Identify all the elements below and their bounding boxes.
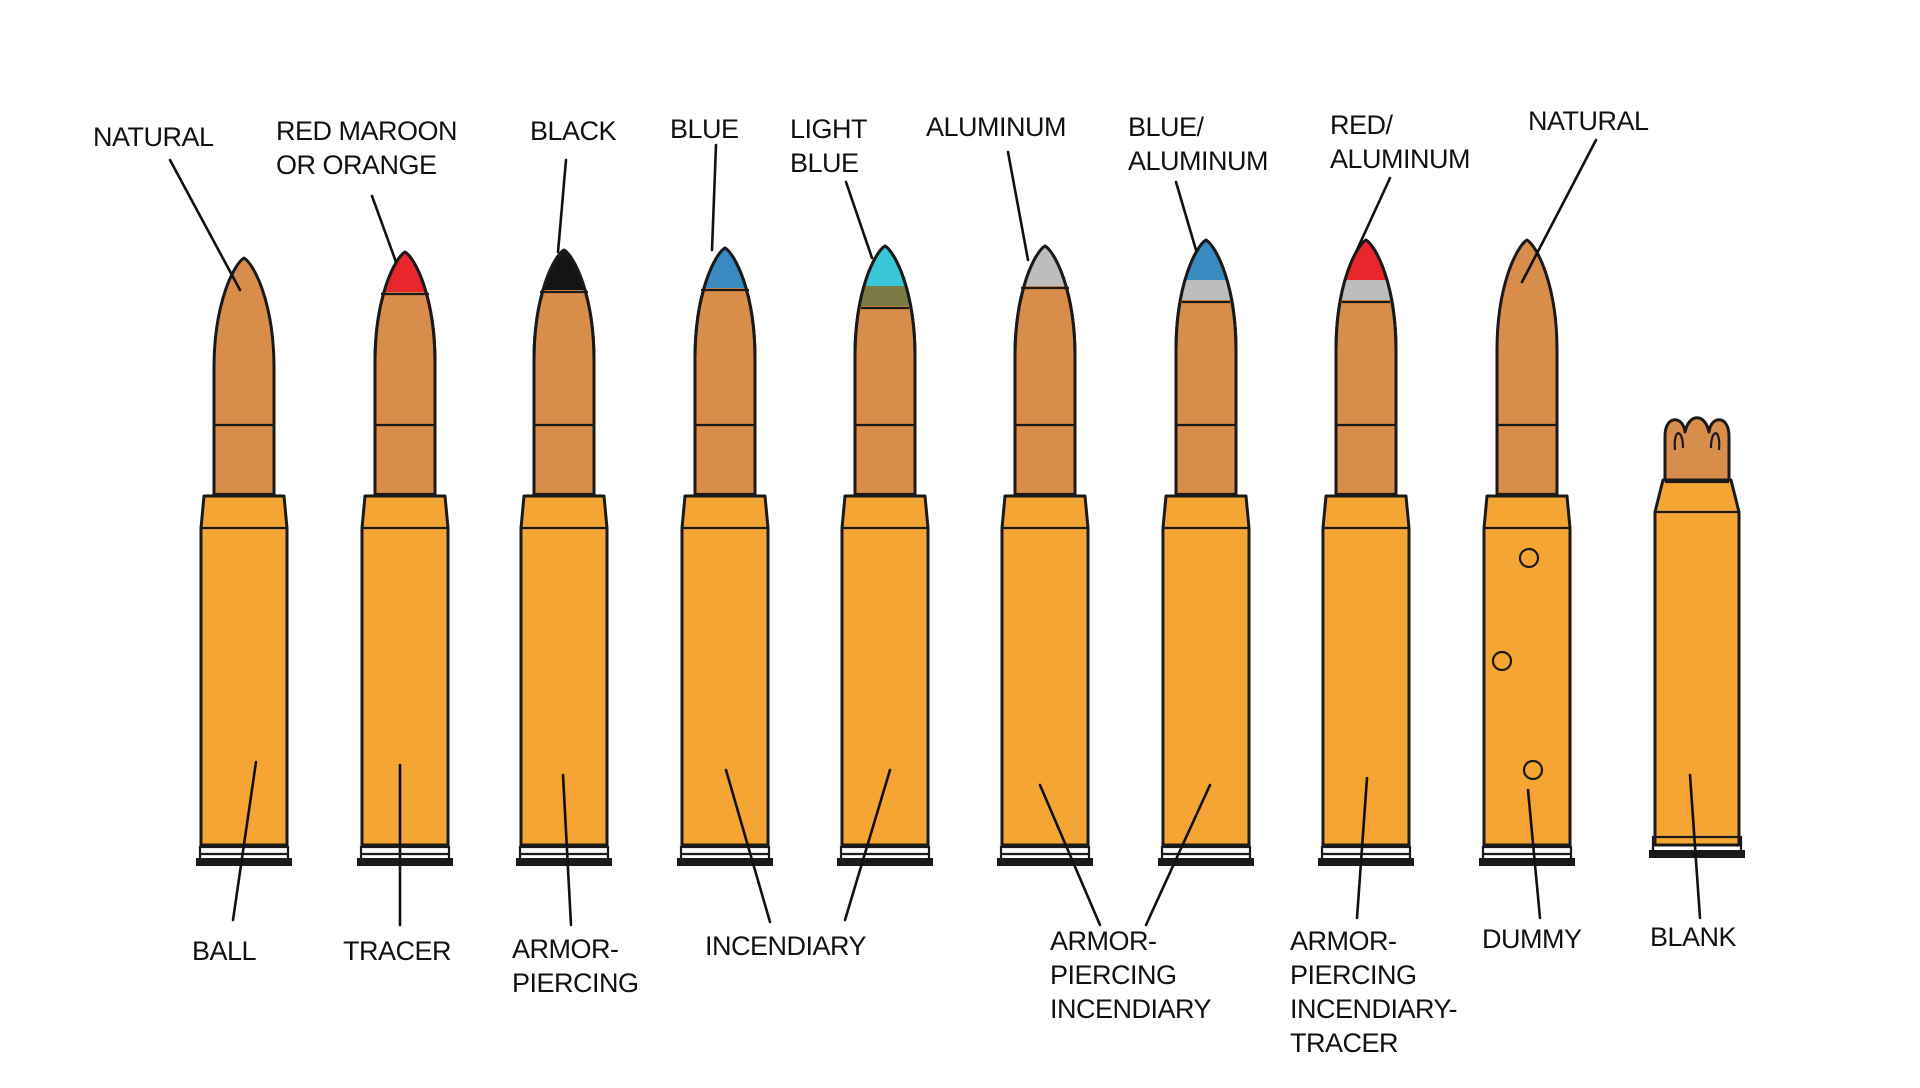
dummy-hole [1518, 547, 1540, 569]
leader-line [1006, 150, 1030, 262]
label-text: INCENDIARY [705, 931, 867, 961]
cartridge-base [1158, 858, 1254, 866]
cartridge [1158, 238, 1254, 866]
leader-line [556, 158, 568, 254]
leader-line [1355, 776, 1369, 920]
leader-line [1144, 783, 1212, 927]
label-text: RED/ [1330, 110, 1394, 140]
label-text: BLUE [670, 114, 739, 144]
crimp-petal-line [1673, 432, 1685, 451]
label-text: LIGHT [790, 114, 867, 144]
cartridge [997, 244, 1093, 866]
bullet-tip-band [1336, 280, 1396, 300]
label-text: INCENDIARY [1050, 994, 1212, 1024]
bullet-tip-color [534, 250, 594, 290]
cartridge-base [1479, 858, 1575, 866]
bullet [1495, 238, 1559, 498]
label-text: PIERCING [512, 968, 639, 998]
leader-line [1520, 138, 1598, 284]
cartridge-base [196, 858, 292, 866]
cartridge-case [360, 494, 450, 847]
label-text: BLUE [790, 148, 859, 178]
label-text: TRACER [1290, 1028, 1398, 1058]
leader-lines [168, 138, 1702, 927]
labels: NATURAL RED MAROON OR ORANGE BLACK BLUE LIGHT… [93, 106, 1737, 1058]
cartridge-base [677, 858, 773, 866]
label-text: BLACK [530, 116, 617, 146]
leader-line [1688, 773, 1702, 920]
bullet-tip-band [855, 286, 915, 306]
label-text: RED MAROON [276, 116, 457, 146]
label-text: PIERCING [1050, 960, 1177, 990]
leader-line [1174, 180, 1198, 252]
cartridge [1649, 416, 1745, 858]
leader-line [231, 760, 258, 922]
bullet-tip-color [1015, 246, 1075, 286]
cartridge [677, 246, 773, 866]
label-text: PIERCING [1290, 960, 1417, 990]
leader-line [1038, 783, 1102, 927]
leader-line [843, 768, 892, 922]
label-text: ARMOR- [512, 934, 619, 964]
label-text: OR ORANGE [276, 150, 437, 180]
cartridge-base [997, 858, 1093, 866]
cartridge [1318, 238, 1414, 866]
label-text: ARMOR- [1050, 926, 1157, 956]
cartridge [837, 244, 933, 866]
label-text: ARMOR- [1290, 926, 1397, 956]
bullet-tip-color [695, 248, 755, 288]
label-text: BLANK [1650, 922, 1737, 952]
cartridge-base [837, 858, 933, 866]
label-text: BALL [192, 936, 257, 966]
bullet-tip-band [1176, 280, 1236, 300]
bullet-tip-color [1336, 240, 1396, 280]
cartridge-base [357, 858, 453, 866]
cartridge-case [199, 494, 289, 847]
cartridges [196, 238, 1745, 866]
cartridge-base [516, 858, 612, 866]
cartridge-base [1649, 850, 1745, 858]
leader-line [844, 180, 874, 260]
cartridge [357, 250, 453, 866]
cartridge [196, 256, 292, 866]
label-text: ALUMINUM [1128, 146, 1268, 176]
blank-crimp [1663, 416, 1731, 482]
label-text: NATURAL [93, 122, 214, 152]
cartridge-case [680, 494, 770, 847]
dummy-hole [1522, 759, 1544, 781]
cartridge-case [1653, 478, 1741, 847]
cartridge [516, 248, 612, 866]
label-text: ALUMINUM [926, 112, 1066, 142]
leader-line [561, 773, 573, 927]
leader-line [724, 768, 772, 924]
bullet-tip-color [1176, 240, 1236, 280]
label-text: INCENDIARY- [1290, 994, 1457, 1024]
cartridge-case [1000, 494, 1090, 847]
cartridge [1479, 238, 1575, 866]
label-text: DUMMY [1482, 924, 1582, 954]
label-text: ALUMINUM [1330, 144, 1470, 174]
leader-line [168, 158, 242, 292]
bullet-tip-color [855, 246, 915, 286]
bullet-tip-color [375, 252, 435, 292]
cartridge-case [840, 494, 930, 847]
dummy-hole [1491, 650, 1513, 672]
label-text: NATURAL [1528, 106, 1649, 136]
crimp-petal-line [1709, 432, 1721, 451]
bullet [212, 256, 276, 498]
leader-line [710, 143, 718, 252]
cartridge-base [1318, 858, 1414, 866]
label-text: BLUE/ [1128, 112, 1205, 142]
leader-line [1354, 176, 1392, 254]
label-text: TRACER [343, 936, 451, 966]
leader-line [1526, 788, 1542, 920]
leader-line [370, 194, 398, 264]
